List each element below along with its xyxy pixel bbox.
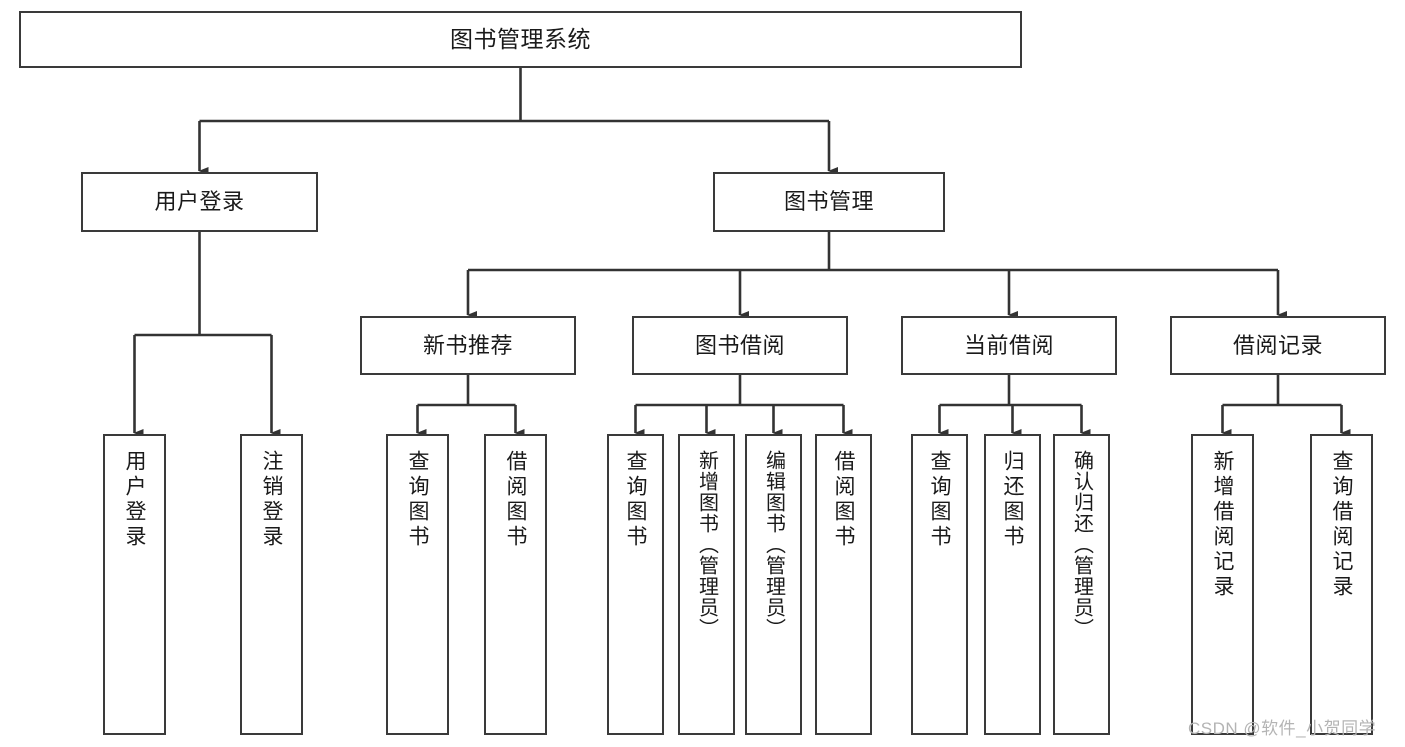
node-label: 图书借阅 [694, 332, 785, 358]
node-label: 查询图书 [406, 450, 429, 550]
node-label: 确认归还（管理员） [1070, 450, 1093, 639]
node-l2_2[interactable]: 当前借阅 [901, 316, 1117, 375]
node-label: 查询图书 [928, 450, 951, 550]
node-leaf_4[interactable]: 查询图书 [607, 434, 664, 735]
node-leaf_8[interactable]: 查询图书 [911, 434, 968, 735]
node-label: 借阅图书 [832, 450, 855, 550]
node-leaf_7[interactable]: 借阅图书 [815, 434, 872, 735]
node-label: 注销登录 [260, 450, 283, 550]
node-leaf_9[interactable]: 归还图书 [984, 434, 1041, 735]
node-label: 查询借阅记录 [1330, 450, 1353, 600]
node-leaf_2[interactable]: 查询图书 [386, 434, 449, 735]
node-label: 图书管理 [783, 189, 874, 215]
node-leaf_11[interactable]: 新增借阅记录 [1191, 434, 1254, 735]
node-l2_3[interactable]: 借阅记录 [1170, 316, 1386, 375]
tree-connectors [133, 68, 1351, 437]
node-leaf_6[interactable]: 编辑图书（管理员） [745, 434, 802, 735]
node-label: 编辑图书（管理员） [762, 450, 785, 639]
node-root[interactable]: 图书管理系统 [19, 11, 1022, 68]
node-leaf_10[interactable]: 确认归还（管理员） [1053, 434, 1110, 735]
node-label: 查询图书 [624, 450, 647, 550]
node-l1_1[interactable]: 图书管理 [713, 172, 945, 232]
node-leaf_12[interactable]: 查询借阅记录 [1310, 434, 1373, 735]
node-label: 新增图书（管理员） [695, 450, 718, 639]
node-label: 用户登录 [154, 189, 245, 215]
node-label: 用户登录 [123, 450, 146, 550]
node-label: 当前借阅 [963, 332, 1054, 358]
node-l2_0[interactable]: 新书推荐 [360, 316, 576, 375]
node-label: 新书推荐 [422, 332, 513, 358]
node-l2_1[interactable]: 图书借阅 [632, 316, 848, 375]
node-label: 图书管理系统 [450, 25, 591, 52]
node-leaf_1[interactable]: 注销登录 [240, 434, 303, 735]
node-leaf_0[interactable]: 用户登录 [103, 434, 166, 735]
node-label: 新增借阅记录 [1211, 450, 1234, 600]
node-label: 借阅记录 [1232, 332, 1323, 358]
node-label: 归还图书 [1001, 450, 1024, 550]
node-leaf_3[interactable]: 借阅图书 [484, 434, 547, 735]
node-leaf_5[interactable]: 新增图书（管理员） [678, 434, 735, 735]
node-label: 借阅图书 [504, 450, 527, 550]
node-l1_0[interactable]: 用户登录 [81, 172, 318, 232]
